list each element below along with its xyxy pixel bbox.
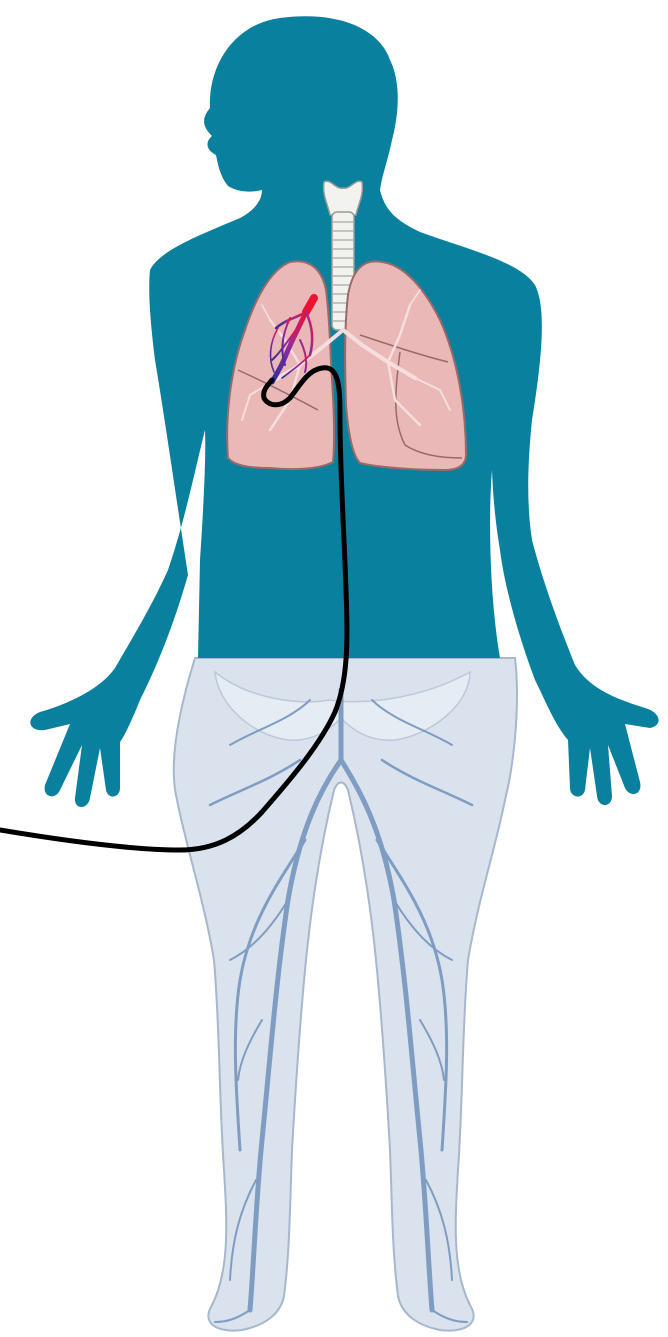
lower-body-outline xyxy=(174,658,517,1331)
lower-body xyxy=(174,658,517,1331)
